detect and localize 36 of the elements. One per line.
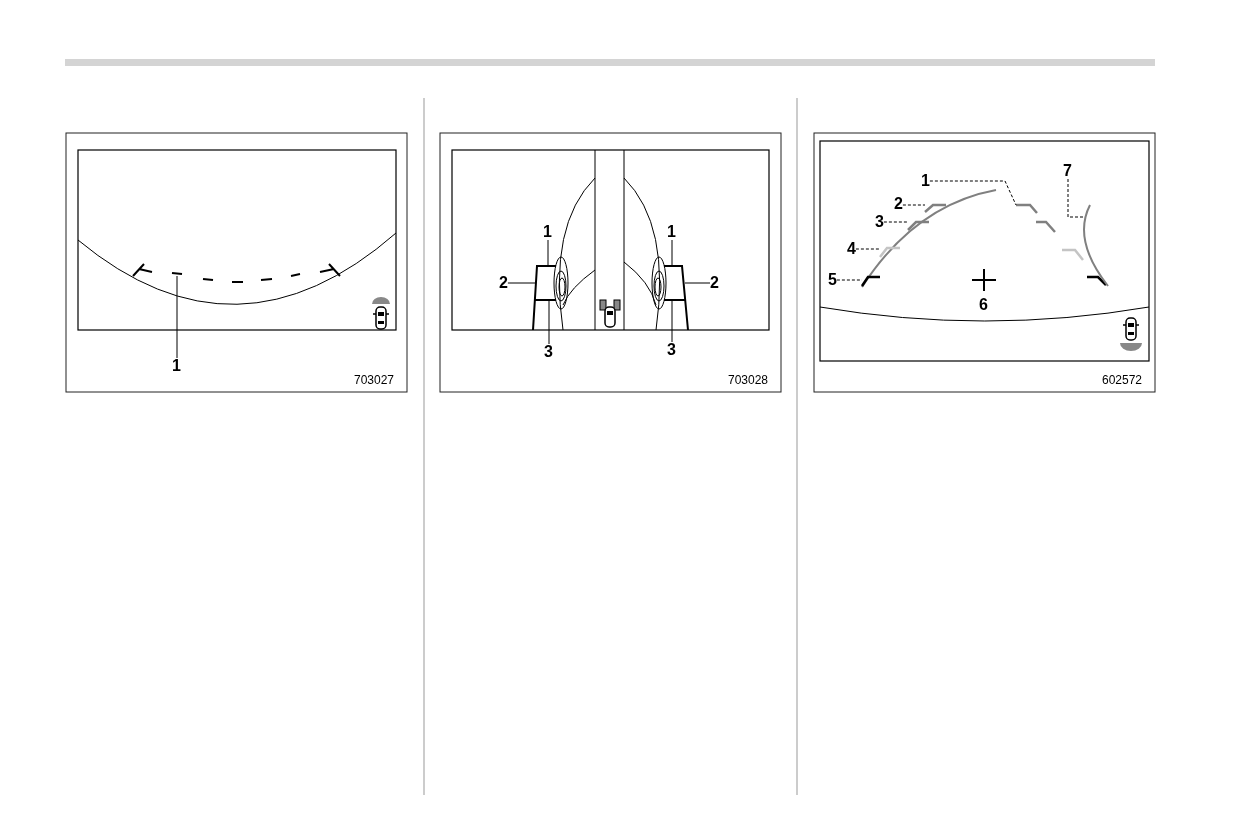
leader-line <box>671 239 673 267</box>
guide-line-mark <box>924 203 946 213</box>
callout-number: 2 <box>710 275 719 291</box>
figure-code: 602572 <box>1102 374 1143 386</box>
callout-number: 3 <box>667 342 676 358</box>
leader-line <box>507 282 536 284</box>
leader-line <box>883 221 909 223</box>
callout-number: 7 <box>1063 163 1072 179</box>
leader-line <box>671 299 673 343</box>
leader-line <box>684 282 711 284</box>
leader-line <box>929 180 1017 206</box>
callout-number: 1 <box>172 358 181 374</box>
leader-line <box>855 248 881 250</box>
leader-line <box>902 204 926 206</box>
leader-line <box>547 239 549 267</box>
callout-number: 1 <box>543 224 552 240</box>
callout-number: 6 <box>979 297 988 313</box>
guide-curve <box>1083 204 1109 287</box>
callout-number: 4 <box>847 241 856 257</box>
callout-number: 1 <box>667 224 676 240</box>
guide-line-mark <box>1016 203 1038 214</box>
guide-line-mark <box>907 220 929 231</box>
callout-number: 3 <box>544 344 553 360</box>
leader-line <box>836 279 863 281</box>
callout-number: 3 <box>875 214 884 230</box>
callout-number: 2 <box>499 275 508 291</box>
callout-number: 5 <box>828 272 837 288</box>
figure-code: 703027 <box>354 374 395 386</box>
leader-line <box>1067 178 1085 218</box>
guide-line-mark <box>879 246 900 258</box>
leader-line <box>176 275 178 359</box>
callout-number: 1 <box>921 173 930 189</box>
guide-line-mark <box>860 275 880 287</box>
figure-code: 703028 <box>728 374 769 386</box>
callout-number: 2 <box>894 196 903 212</box>
leader-line <box>548 299 550 345</box>
